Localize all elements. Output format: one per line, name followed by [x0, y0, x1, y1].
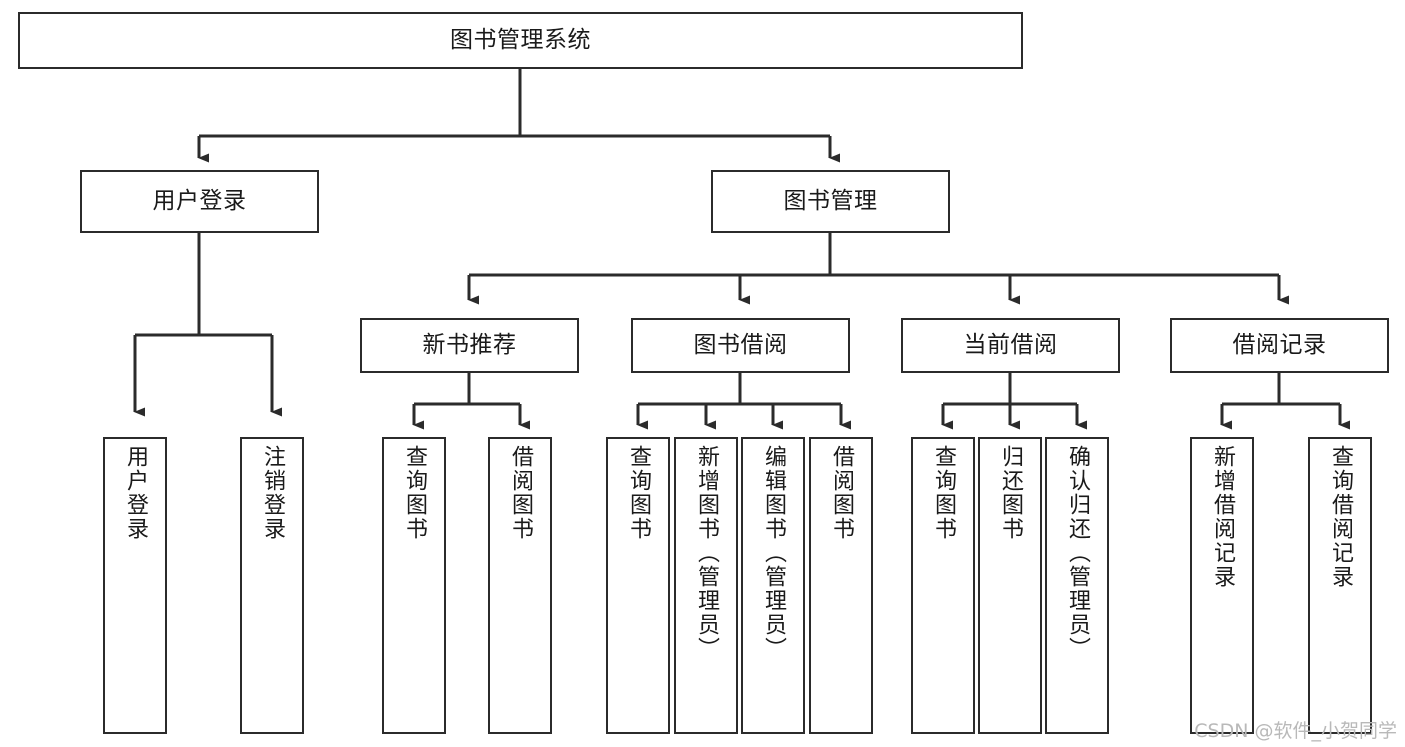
leaf-add-book-admin[interactable]: 新增图书（管理员） [674, 437, 738, 734]
node-borrow-record[interactable]: 借阅记录 [1170, 318, 1389, 373]
leaf-borrow-book[interactable]: 借阅图书 [809, 437, 873, 734]
node-new-book-recommend[interactable]: 新书推荐 [360, 318, 579, 373]
node-label: 用户登录 [152, 188, 247, 215]
leaf-query-book-current[interactable]: 查询图书 [911, 437, 975, 734]
node-label: 图书借阅 [693, 332, 788, 359]
node-label: 新书推荐 [422, 332, 517, 359]
leaf-add-borrow-record[interactable]: 新增借阅记录 [1190, 437, 1254, 734]
node-current-borrow[interactable]: 当前借阅 [901, 318, 1120, 373]
node-label: 借阅图书 [828, 445, 854, 541]
node-label: 编辑图书（管理员） [760, 445, 786, 661]
node-label: 借阅记录 [1232, 332, 1327, 359]
leaf-query-borrow-record[interactable]: 查询借阅记录 [1308, 437, 1372, 734]
leaf-logout[interactable]: 注销登录 [240, 437, 304, 734]
leaf-return-book[interactable]: 归还图书 [978, 437, 1042, 734]
node-label: 查询图书 [625, 445, 651, 541]
node-label: 图书管理 [783, 188, 878, 215]
leaf-user-login[interactable]: 用户登录 [103, 437, 167, 734]
node-user-login[interactable]: 用户登录 [80, 170, 319, 233]
node-label: 查询图书 [401, 445, 427, 541]
node-label: 注销登录 [259, 445, 285, 541]
node-label: 归还图书 [997, 445, 1023, 541]
leaf-query-book-recommend[interactable]: 查询图书 [382, 437, 446, 734]
node-label: 查询图书 [930, 445, 956, 541]
node-label: 新增借阅记录 [1209, 445, 1235, 589]
leaf-confirm-return-admin[interactable]: 确认归还（管理员） [1045, 437, 1109, 734]
csdn-watermark: CSDN @软件_小贺同学 [1194, 720, 1397, 742]
leaf-query-book-borrow[interactable]: 查询图书 [606, 437, 670, 734]
node-book-borrow[interactable]: 图书借阅 [631, 318, 850, 373]
node-label: 查询借阅记录 [1327, 445, 1353, 589]
node-label: 新增图书（管理员） [693, 445, 719, 661]
leaf-edit-book-admin[interactable]: 编辑图书（管理员） [741, 437, 805, 734]
node-root-book-management-system[interactable]: 图书管理系统 [18, 12, 1023, 69]
node-label: 当前借阅 [963, 332, 1058, 359]
leaf-borrow-book-recommend[interactable]: 借阅图书 [488, 437, 552, 734]
node-label: 确认归还（管理员） [1064, 445, 1090, 661]
node-label: 借阅图书 [507, 445, 533, 541]
node-label: 图书管理系统 [450, 27, 591, 54]
node-label: 用户登录 [122, 445, 148, 541]
node-book-management[interactable]: 图书管理 [711, 170, 950, 233]
